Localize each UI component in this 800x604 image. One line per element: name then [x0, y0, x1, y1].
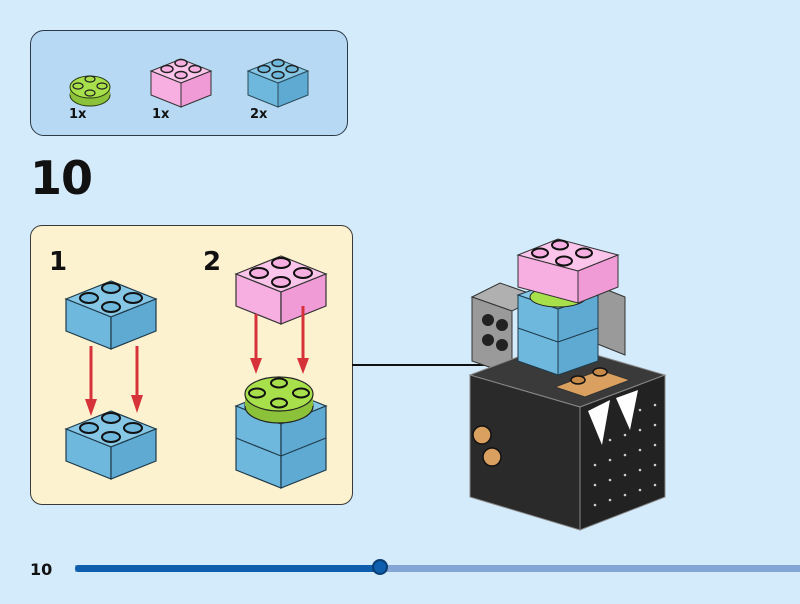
- part-blue-brick-icon: [246, 51, 312, 109]
- substeps-panel: 1 2: [30, 225, 353, 505]
- part-quantity: 2x: [250, 107, 268, 122]
- substep-label: 1: [49, 247, 68, 277]
- substep-2-illustration: [234, 255, 328, 489]
- substep-label: 2: [203, 247, 222, 277]
- part-pink-brick-icon: [149, 51, 215, 109]
- arrow-down-icon: [85, 346, 143, 416]
- part-lime-round-plate-icon: [66, 69, 114, 111]
- part-quantity: 1x: [152, 107, 170, 122]
- step-number: 10: [30, 151, 93, 205]
- page-number: 10: [30, 560, 53, 579]
- arrow-down-icon: [250, 306, 309, 374]
- progress-slider-handle[interactable]: [371, 559, 388, 575]
- parts-list-panel: 1x 1x 2x: [30, 30, 348, 136]
- part-quantity: 1x: [69, 107, 87, 122]
- assembled-model-illustration: [468, 238, 667, 531]
- progress-track[interactable]: [75, 565, 800, 572]
- substep-1-illustration: [64, 280, 158, 480]
- progress-fill: [75, 565, 380, 572]
